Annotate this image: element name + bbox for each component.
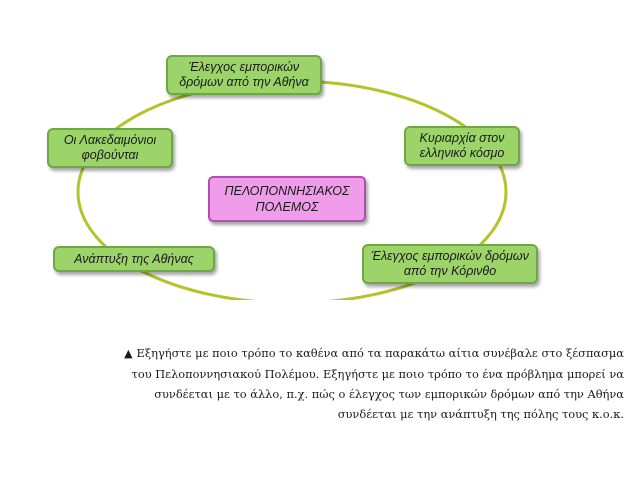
caption-line-3: συνδέεται με το άλλο, π.χ. πώς ο έλεγχος… [154,387,624,401]
node-dominance-greek-world: Κυριαρχία στον ελληνικό κόσμο [404,126,520,166]
node-athens-growth: Ανάπτυξη της Αθήνας [53,246,215,272]
node-spartans-fear: Οι Λακεδαιμόνιοι φοβούνται [47,128,173,168]
node-corinth-trade-routes: Έλεγχος εμπορικών δρόμων από την Κόρινθο [362,244,538,284]
caption-line-2: του Πελοποννησιακού Πολέμου. Εξηγήστε με… [131,367,624,381]
triangle-up-icon: ▲ [124,347,133,360]
center-topic: ΠΕΛΟΠΟΝΝΗΣΙΑΚΟΣ ΠΟΛΕΜΟΣ [208,176,366,222]
node-athens-trade-routes: Έλεγχος εμπορικών δρόμων από την Αθήνα [166,55,322,95]
caption-line-1: ▲Εξηγήστε με ποιο τρόπο το καθένα από τα… [124,346,624,360]
caption: ▲Εξηγήστε με ποιο τρόπο το καθένα από τα… [30,343,624,424]
caption-line-4: συνδέεται με την ανάπτυξη της πόλης τους… [337,407,624,421]
concept-diagram: ΠΕΛΟΠΟΝΝΗΣΙΑΚΟΣ ΠΟΛΕΜΟΣ Έλεγχος εμπορικώ… [47,55,538,300]
